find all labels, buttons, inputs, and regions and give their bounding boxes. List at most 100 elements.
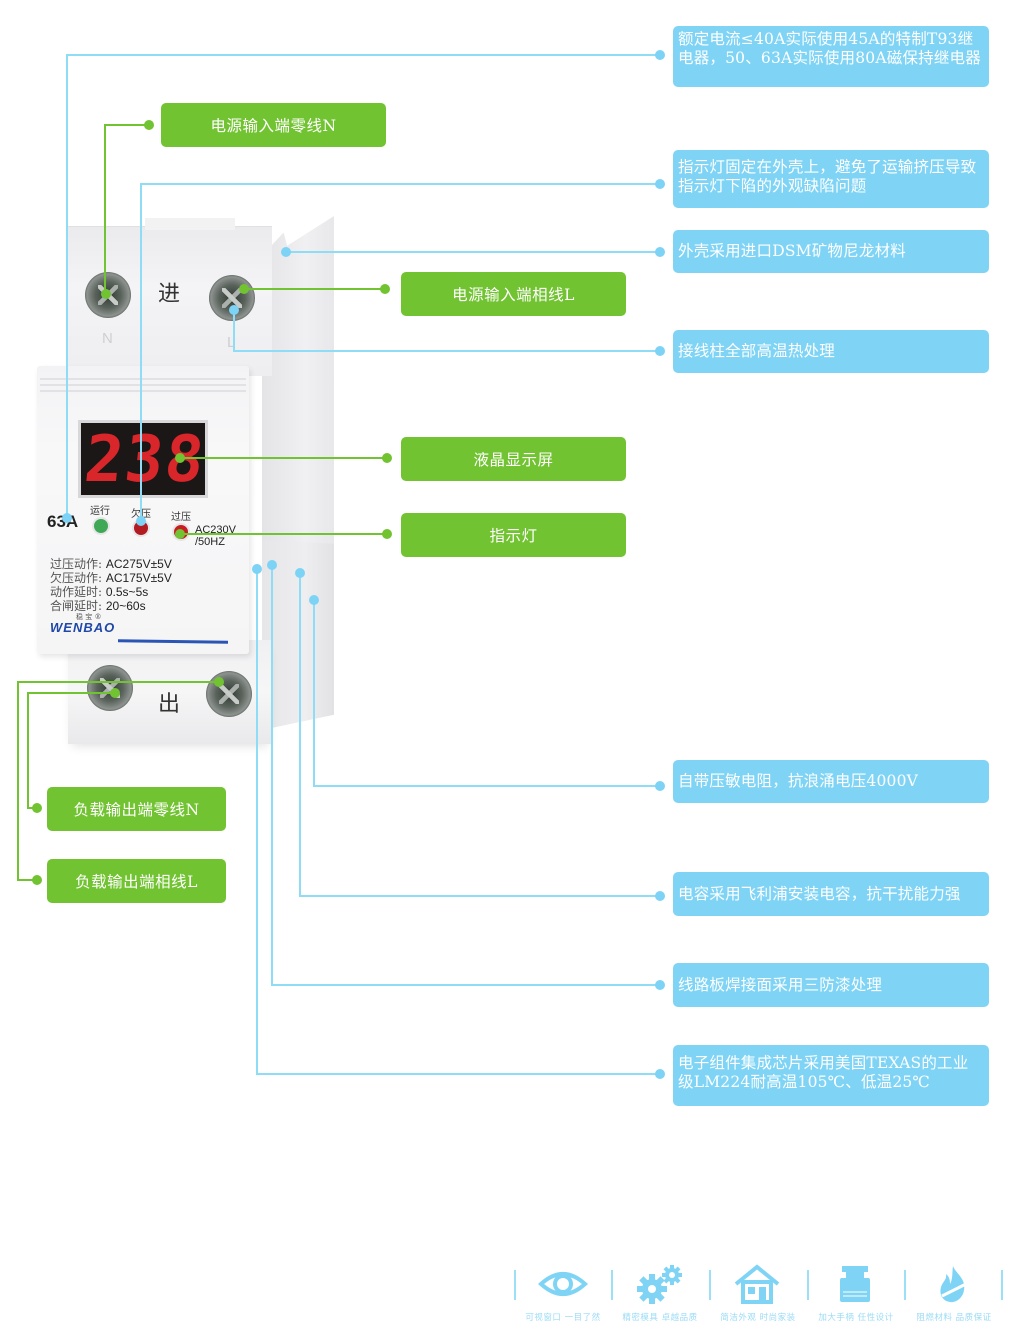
spec-key: 过压动作: (50, 557, 103, 571)
connector-line (66, 54, 660, 56)
spec-row: 欠压动作: AC175V±5V (50, 569, 172, 586)
led-label-overvoltage: 过压 (171, 512, 191, 523)
callout-shell: 外壳采用进口DSM矿物尼龙材料 (673, 230, 989, 273)
feature-label: 精密模具 卓越品质 (622, 1313, 698, 1323)
spec-value: 20~60s (105, 599, 146, 613)
spec-key: 合闸延时: (50, 599, 103, 613)
callout-output-live: 负载输出端相线L (47, 859, 226, 903)
terminal-n-label: N (102, 330, 113, 347)
connector-line (17, 879, 37, 881)
callout-indicator: 指示灯 (401, 513, 626, 557)
house-icon (734, 1264, 780, 1304)
callout-chip: 电子组件集成芯片采用美国TEXAS的工业级LM224耐高温105℃、低温25℃ (673, 1045, 989, 1106)
divider (904, 1270, 906, 1300)
connector-dot (175, 453, 185, 463)
spec-value: AC175V±5V (105, 571, 172, 585)
connector-line (233, 310, 235, 351)
callout-indicator-fixed: 指示灯固定在外壳上，避免了运输挤压导致指示灯下陷的外观缺陷问题 (673, 150, 989, 208)
divider (514, 1270, 516, 1300)
connector-dot (309, 595, 319, 605)
flame-icon (940, 1266, 967, 1303)
connector-dot (655, 50, 665, 60)
connector-dot (267, 560, 277, 570)
connector-dot (655, 179, 665, 189)
callout-relay: 额定电流≤40A实际使用45A的特制T93继电器，50、63A实际使用80A磁保… (673, 26, 989, 87)
divider (709, 1270, 711, 1300)
connector-dot (32, 803, 42, 813)
connector-dot (252, 564, 262, 574)
connector-line (286, 251, 660, 253)
connector-line (104, 124, 149, 126)
callout-input-live: 电源输入端相线L (401, 272, 626, 316)
connector-line (180, 533, 387, 535)
feature-label: 简洁外观 时尚家装 (720, 1313, 796, 1323)
gears-icon (637, 1265, 682, 1304)
callout-input-neutral: 电源输入端零线N (161, 103, 386, 147)
display-digit: 3 (121, 423, 168, 497)
panel-ridge (40, 384, 246, 386)
terminal-l-label: L (227, 334, 236, 351)
connector-dot (281, 247, 291, 257)
spec-key: 欠压动作: (50, 571, 103, 585)
connector-line (140, 183, 142, 521)
connector-dot (295, 568, 305, 578)
callout-lcd: 液晶显示屏 (401, 437, 626, 481)
connector-line (256, 1073, 660, 1075)
supply-frequency: /50HZ (195, 536, 225, 548)
connector-line (140, 183, 660, 185)
input-label: 进 (158, 282, 181, 307)
connector-line (271, 565, 273, 985)
connector-dot (214, 677, 224, 687)
divider (611, 1270, 613, 1300)
led-label-run: 运行 (90, 506, 110, 517)
connector-dot (655, 781, 665, 791)
callout-output-neutral: 负载输出端零线N (47, 787, 226, 831)
connector-dot (655, 980, 665, 990)
spec-value: AC275V±5V (105, 557, 172, 571)
device-front-panel (37, 366, 249, 654)
callout-terminal: 接线柱全部高温热处理 (673, 330, 989, 373)
output-live-screw (206, 671, 252, 717)
connector-dot (655, 1069, 665, 1079)
spec-row: 合闸延时: 20~60s (50, 597, 146, 614)
connector-dot (655, 891, 665, 901)
callout-capacitor: 电容采用飞利浦安装电容，抗干扰能力强 (673, 872, 989, 916)
connector-line (299, 573, 301, 896)
connector-dot (239, 284, 249, 294)
callout-pcb: 线路板焊接面采用三防漆处理 (673, 963, 989, 1007)
brand-chinese: 稳 宝 ® (76, 613, 102, 621)
panel-ridge (40, 390, 246, 392)
connector-line (244, 288, 385, 290)
connector-dot (655, 247, 665, 257)
feature-label: 加大手柄 任性设计 (818, 1313, 894, 1323)
brand-logo: WENBAO (50, 620, 116, 635)
connector-dot (382, 529, 392, 539)
connector-line (104, 124, 106, 294)
device-side-panel (262, 216, 334, 546)
connector-dot (32, 875, 42, 885)
connector-line (271, 984, 660, 986)
connector-line (256, 569, 258, 1075)
panel-ridge (40, 378, 246, 380)
spec-value: 0.5s~5s (105, 585, 149, 599)
display-digit: 2 (81, 423, 128, 497)
connector-dot (229, 305, 239, 315)
feature-label: 可视窗口 一目了然 (525, 1313, 601, 1323)
connector-dot (110, 688, 120, 698)
connector-dot (382, 453, 392, 463)
output-label: 出 (158, 692, 181, 717)
feature-label: 阻燃材料 品质保证 (916, 1313, 992, 1323)
connector-dot (144, 120, 154, 130)
divider (1001, 1270, 1003, 1300)
spec-row: 动作延时: 0.5s~5s (50, 583, 148, 600)
connector-line (313, 600, 315, 786)
connector-dot (655, 346, 665, 356)
connector-dot (136, 516, 146, 526)
divider (807, 1270, 809, 1300)
connector-dot (101, 289, 111, 299)
connector-line (27, 692, 115, 694)
eye-icon (538, 1272, 588, 1296)
connector-line (17, 681, 19, 880)
callout-varistor: 自带压敏电阻，抗浪涌电压4000V (673, 760, 989, 803)
connector-line (313, 785, 660, 787)
